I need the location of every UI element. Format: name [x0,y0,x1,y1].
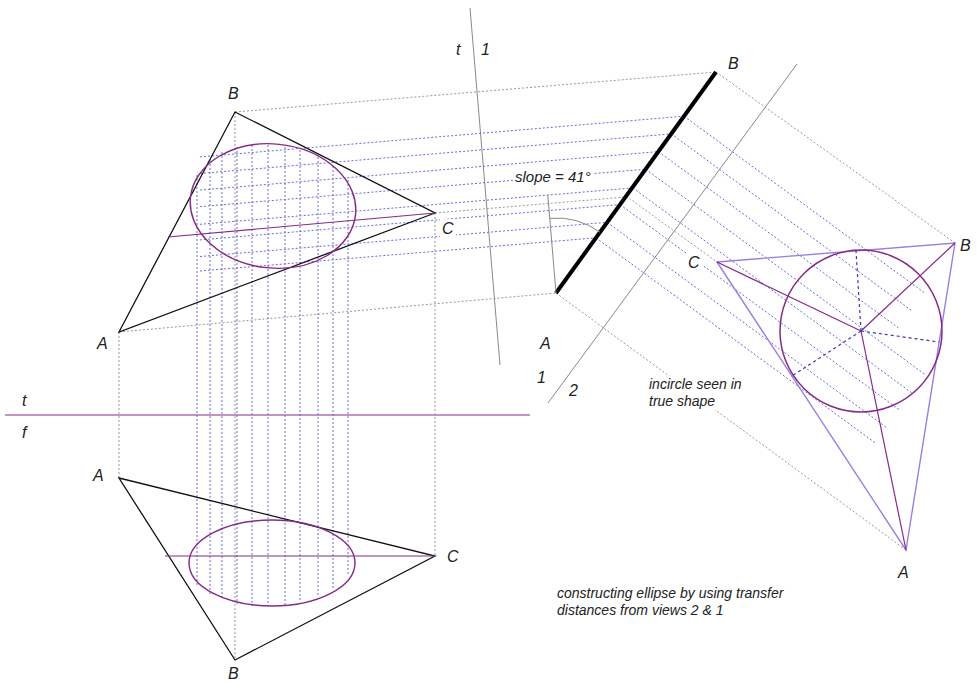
triangle-true-shape [717,243,955,550]
ellipse-top-view [184,136,362,277]
fold-label: t [20,391,28,410]
vertex-label: B [226,84,241,103]
vertex-label: A [896,563,911,582]
vertex-label: A [538,334,553,353]
horizontal-line [165,555,435,556]
vertex-label: B [726,54,741,73]
fold-line-12 [548,64,797,403]
fold-label: f [20,423,28,442]
note-text: incircle seen in true shape [647,376,751,410]
incircle [780,250,942,412]
true-length-line [168,213,435,237]
vertex-label: C [445,547,461,566]
fold-line-t1 [470,8,500,365]
vertex-label: B [226,664,241,683]
vertex-label: A [95,334,110,353]
fold-label: 1 [535,368,548,387]
slope-reference-line [548,195,556,293]
vertex-label: B [958,236,973,255]
transfer-lines [197,116,926,606]
triangle-top-view [119,112,435,332]
angle-bisectors [717,243,955,550]
angle-label: slope = 41° [513,168,593,186]
fold-label: t [454,40,462,59]
vertex-label: A [91,466,106,485]
radius-lines [792,251,939,376]
triangle-front-view [119,478,435,660]
slope-arc [550,218,600,232]
ellipse-front-view [189,520,355,606]
note-text: constructing ellipse by using transfer d… [555,585,809,619]
fold-label: 2 [567,381,580,400]
vertex-label: C [686,253,702,272]
projection-lines [119,72,955,660]
fold-label: 1 [479,40,492,59]
vertex-label: C [440,219,456,238]
